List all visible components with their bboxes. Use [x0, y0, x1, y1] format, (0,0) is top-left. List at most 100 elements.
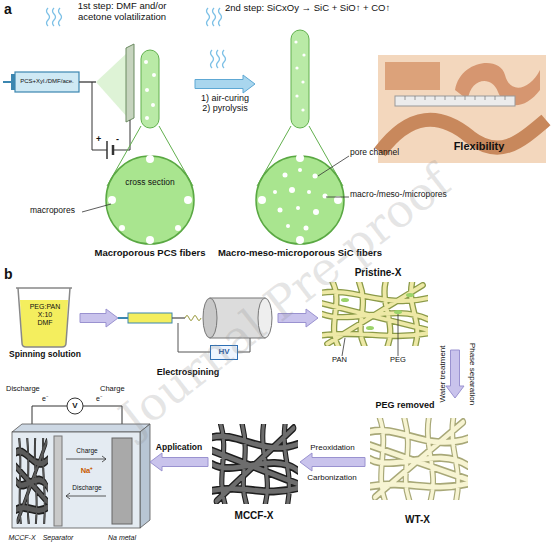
- photo-background: [378, 55, 546, 163]
- barrel: [128, 313, 172, 323]
- node-text: MCCF-X: [5, 534, 39, 542]
- node-text: PCS+Xyl./DMF/ace.: [15, 78, 79, 85]
- pore: [296, 206, 300, 210]
- voltmeter-label: V: [72, 401, 77, 410]
- wt-mesh: [370, 418, 468, 500]
- pore: [313, 174, 318, 179]
- leader-line: [318, 156, 349, 176]
- pore: [145, 116, 149, 120]
- macropore: [184, 196, 192, 204]
- wire: [113, 120, 130, 150]
- battery-plate: [106, 141, 108, 159]
- macropore: [108, 196, 116, 204]
- polarity-sign: -: [116, 134, 119, 144]
- heat-wave: [213, 8, 216, 26]
- component-label: PEG: [390, 356, 406, 365]
- peg-domain: [406, 293, 414, 297]
- pore: [301, 80, 304, 83]
- edge-label: Water treatment: [438, 345, 447, 402]
- pore: [295, 66, 298, 69]
- wire: [92, 82, 107, 150]
- bent-strip: [380, 120, 546, 152]
- leader-line: [326, 197, 349, 198]
- electron-label: e⁻: [96, 395, 102, 403]
- step-label: Carbonization: [307, 473, 356, 482]
- fiber-node: Macroporous PCS fibers: [105, 45, 195, 260]
- pcs-fiber: [82, 50, 194, 244]
- needle: [79, 81, 96, 83]
- collector-plate: [126, 44, 134, 122]
- component-label: PAN: [332, 356, 347, 365]
- fiber: [291, 30, 309, 128]
- node-text: PEG:PAN X:10 DMF: [23, 303, 67, 327]
- node-text: Macroporous PCS fibers: [85, 248, 215, 259]
- solution: [20, 300, 68, 347]
- callout-label: pore channel: [350, 148, 399, 158]
- macropore: [119, 225, 125, 231]
- plunger: [118, 317, 128, 319]
- pore: [296, 154, 304, 162]
- node-text: PEG removed: [360, 400, 450, 410]
- syringe-node: PCS+Xyl./DMF/ace.: [15, 72, 79, 92]
- fiber-node: Macro-meso-microporous SiC fibers: [255, 25, 345, 260]
- leader-line: [342, 338, 345, 356]
- heat-wave: [223, 50, 226, 68]
- pore: [145, 88, 149, 92]
- syringe-a: [3, 44, 134, 159]
- process-arrow: [195, 75, 255, 93]
- node-text: MCCF-X: [208, 510, 300, 522]
- heat-wave: [53, 8, 56, 26]
- circuit-label: Discharge: [6, 385, 40, 394]
- cross-section: [106, 156, 194, 244]
- ruler: [395, 96, 515, 106]
- process-label: Discharge: [72, 484, 101, 491]
- separator: [54, 436, 62, 526]
- pore: [289, 187, 295, 193]
- callout-label: cross section: [115, 178, 185, 188]
- voltmeter: [67, 398, 83, 414]
- arrow-shape: [300, 453, 365, 471]
- sic-fiber: [256, 30, 349, 244]
- panel-letter: b: [4, 266, 13, 282]
- arrow-shape: [446, 350, 464, 398]
- flexibility-photo: [378, 55, 546, 163]
- ion-arrow: [66, 493, 106, 499]
- mesh-node: PEG removedWT-X: [365, 398, 470, 533]
- step-note: 2nd step: SiCxOy → SiC + SiO↑ + CO↑: [225, 3, 390, 14]
- edge-label: Preoxidation: [310, 443, 354, 452]
- beaker-node: PEG:PAN X:10 DMFSpinning solution: [10, 282, 80, 362]
- callout-label: macropores: [30, 206, 75, 216]
- photo-node: Flexibility: [378, 55, 546, 163]
- macropore: [146, 155, 154, 163]
- pore: [258, 196, 266, 204]
- arrow-shape: [195, 75, 255, 93]
- pore: [301, 108, 304, 111]
- pore: [304, 226, 309, 231]
- beaker: [16, 288, 72, 347]
- needle: [172, 317, 185, 318]
- pore: [323, 194, 328, 199]
- pore: [286, 224, 290, 228]
- flat-sheet: [385, 62, 440, 90]
- pore: [298, 168, 302, 172]
- arrow-shape: [80, 309, 118, 327]
- peg-phase: [341, 293, 414, 330]
- process-label: Charge: [76, 447, 97, 454]
- heat-wave: [211, 50, 214, 68]
- peg-domain: [341, 298, 349, 302]
- fiber: [141, 50, 159, 128]
- pore: [151, 103, 155, 107]
- heat-wave: [47, 8, 50, 26]
- circuit-label: Charge: [100, 385, 125, 394]
- jet: [185, 316, 201, 321]
- heat-wave: [217, 50, 220, 68]
- polarity-sign: +: [96, 134, 101, 144]
- barrel: [15, 72, 79, 92]
- macropore: [146, 236, 154, 244]
- node-text: Na metal: [102, 534, 142, 542]
- peg-domain: [366, 326, 374, 330]
- process-arrow: [150, 453, 208, 471]
- cell-front: [12, 432, 140, 528]
- node-text: Spinning solution: [4, 350, 86, 360]
